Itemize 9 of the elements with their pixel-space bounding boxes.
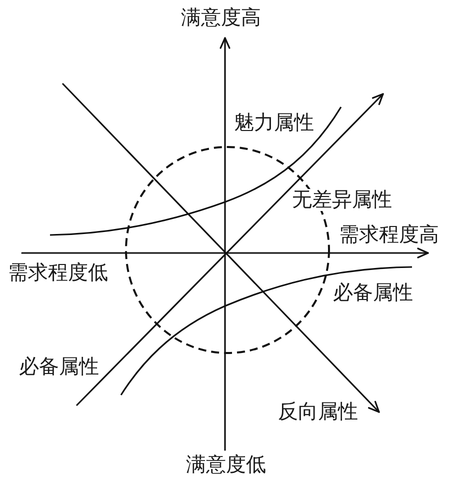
attribute-label: 反向属性 — [278, 401, 358, 423]
axis-label: 满意度低 — [186, 454, 266, 476]
axis-label: 需求程度高 — [339, 224, 439, 246]
attribute-label: 魅力属性 — [234, 112, 314, 134]
attribute-label: 必备属性 — [333, 282, 413, 304]
axis-label: 需求程度低 — [8, 262, 108, 284]
attribute-label: 必备属性 — [19, 356, 99, 378]
axis-label: 满意度高 — [181, 7, 261, 29]
attribute-label: 无差异属性 — [292, 189, 392, 211]
